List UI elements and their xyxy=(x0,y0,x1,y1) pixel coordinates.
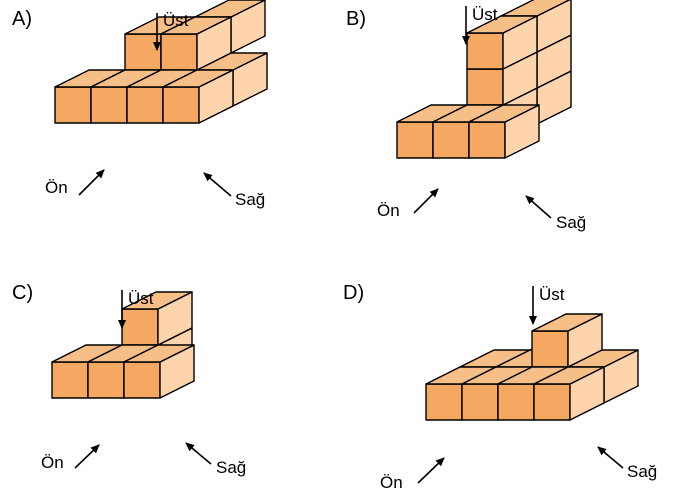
cube-front-face xyxy=(54,86,92,124)
option-a-cubes xyxy=(54,0,268,124)
cube-top-face xyxy=(123,344,195,363)
cube-front-face xyxy=(162,86,200,124)
arrow-up-right-icon xyxy=(413,188,439,214)
option-d-label-front: Ön xyxy=(380,473,403,492)
unit-cube xyxy=(121,291,193,346)
cube-top-face xyxy=(533,366,605,385)
cube-front-face xyxy=(425,383,463,421)
unit-cube xyxy=(531,313,603,368)
unit-cube xyxy=(533,366,605,421)
unit-cube xyxy=(468,104,540,159)
option-d-label-top: Üst xyxy=(539,285,565,304)
cube-top-face xyxy=(468,104,540,123)
cube-front-face xyxy=(461,383,499,421)
cube-front-face xyxy=(432,121,470,159)
cube-front-face xyxy=(126,86,164,124)
option-a-label-right: Sağ xyxy=(235,190,265,209)
cube-top-face xyxy=(466,15,538,34)
cube-top-face xyxy=(162,69,234,88)
option-b-label-front: Ön xyxy=(377,201,400,220)
option-b-label-top: Üst xyxy=(472,5,498,24)
option-b[interactable]: B) Üst Ön Sağ xyxy=(346,0,586,232)
cube-front-face xyxy=(533,383,571,421)
option-a-letter: A) xyxy=(12,8,32,30)
option-c-label-right: Sağ xyxy=(216,458,246,477)
option-d-cubes xyxy=(425,313,639,421)
cube-top-face xyxy=(531,313,603,332)
cube-front-face xyxy=(466,32,504,70)
cube-front-face xyxy=(466,68,504,106)
arrow-up-left-icon xyxy=(185,442,212,465)
option-a-label-front: Ön xyxy=(45,178,68,197)
option-d-label-right: Sağ xyxy=(627,462,657,481)
arrow-up-left-icon xyxy=(203,172,232,197)
arrow-up-left-icon xyxy=(525,195,552,219)
unit-cube xyxy=(162,69,234,124)
unit-cube xyxy=(466,15,538,70)
cube-front-face xyxy=(124,33,162,71)
option-b-cubes xyxy=(396,0,572,159)
arrow-up-right-icon xyxy=(417,457,445,484)
option-c-cubes xyxy=(51,291,195,399)
cube-front-face xyxy=(121,308,159,346)
cube-top-face xyxy=(121,291,193,310)
option-b-letter: B) xyxy=(346,8,366,30)
arrow-up-right-icon xyxy=(78,169,105,196)
cube-front-face xyxy=(160,33,198,71)
option-c-letter: C) xyxy=(12,282,33,304)
cube-top-face xyxy=(160,16,232,35)
option-d-letter: D) xyxy=(343,282,364,304)
cube-front-face xyxy=(396,121,434,159)
option-a[interactable]: A) Üst Ön Sağ xyxy=(12,0,268,209)
cube-front-face xyxy=(468,121,506,159)
option-b-label-right: Sağ xyxy=(556,213,586,232)
cube-front-face xyxy=(123,361,161,399)
arrow-up-right-icon xyxy=(74,444,100,469)
cube-front-face xyxy=(497,383,535,421)
cube-front-face xyxy=(87,361,125,399)
option-c-label-top: Üst xyxy=(128,289,154,308)
option-c-label-front: Ön xyxy=(41,453,64,472)
unit-cube xyxy=(123,344,195,399)
cube-front-face xyxy=(531,330,569,368)
arrow-up-left-icon xyxy=(597,446,624,469)
option-d[interactable]: D) Üst Ön Sağ xyxy=(343,282,657,492)
option-c[interactable]: C) Üst Ön Sağ xyxy=(12,282,246,477)
cube-front-face xyxy=(90,86,128,124)
option-a-label-top: Üst xyxy=(163,11,189,30)
cube-front-face xyxy=(51,361,89,399)
